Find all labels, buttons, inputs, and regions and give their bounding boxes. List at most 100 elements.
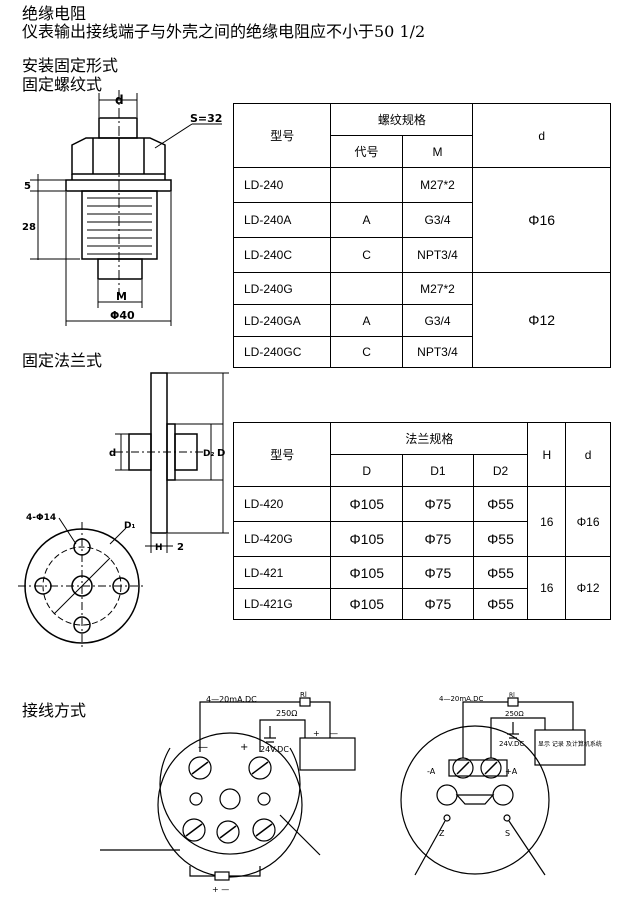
wiring-left-ohm: 250Ω	[276, 709, 297, 718]
table-row: LD-420 Φ105 Φ75 Φ55 16 Φ16	[232, 486, 611, 557]
flange-header-model: 型号	[232, 422, 332, 487]
table-row: LD-421 Φ105 Φ75 Φ55 16 Φ12	[232, 556, 611, 620]
flange-side-drawing: d D₂ D H 2	[109, 372, 229, 553]
table-row: LD-240G M27*2 Φ12	[232, 272, 611, 368]
thread-d-group2: Φ12	[472, 272, 611, 368]
wiring-right-minus-a: -A	[427, 767, 436, 776]
flange-row-model: LD-420	[232, 486, 332, 522]
wiring-right-voltage: 24V.DC	[499, 740, 524, 748]
flange-header-D: D	[330, 454, 404, 487]
thread-row-code	[330, 167, 403, 203]
flange-header-h: H	[527, 422, 567, 487]
flange-row-D2: Φ55	[472, 588, 529, 620]
flange-row-D1: Φ75	[402, 486, 474, 522]
thread-d-group1: Φ16	[472, 167, 611, 273]
wiring-diagram-right: 4—20mA.DC Rl 250Ω 24V.DC 显示 记录 及计算机系统 -A…	[400, 692, 602, 876]
flange-dim-2: 2	[177, 542, 184, 553]
flange-d-label: d	[109, 448, 116, 459]
wiring-right-current: 4—20mA.DC	[439, 695, 483, 703]
thread-row-model: LD-240GC	[232, 336, 332, 368]
thread-header-d: d	[472, 103, 611, 168]
flange-row-model: LD-421	[232, 556, 332, 589]
wiring-right-plus-a: +A	[505, 767, 518, 776]
flange-title: 固定法兰式	[22, 351, 103, 370]
thread-row-m: M27*2	[401, 167, 474, 203]
thread-row-m: G3/4	[401, 202, 474, 238]
table-row: LD-240GC C NPT3/4	[232, 336, 611, 368]
flange-d-group2: Φ12	[565, 556, 611, 620]
table-row: LD-420G Φ105 Φ75 Φ55	[232, 521, 611, 557]
wiring-title: 接线方式	[22, 701, 87, 720]
wiring-left-plus-sign: +	[313, 729, 320, 738]
table-row: LD-240A A G3/4	[232, 202, 611, 238]
thread-title: 固定螺纹式	[22, 75, 103, 94]
thread-dim-5: 5	[24, 181, 31, 192]
thread-d-label: d	[115, 93, 124, 107]
flange-d1-label: D₁	[124, 521, 135, 531]
thread-row-model: LD-240C	[232, 237, 332, 273]
thread-spec-table: 型号 螺纹规格 d 代号 M LD-240 M27*2 Φ16 LD-240A …	[232, 103, 611, 368]
flange-header-D1: D1	[402, 454, 474, 487]
flange-row-D: Φ105	[330, 521, 404, 557]
thread-header-code: 代号	[330, 135, 403, 168]
thread-row-m: M27*2	[401, 272, 474, 305]
thread-m-label: M	[116, 290, 127, 303]
thread-row-m: NPT3/4	[401, 237, 474, 273]
flange-row-D1: Φ75	[402, 521, 474, 557]
install-title: 安装固定形式	[22, 56, 119, 75]
flange-row-D: Φ105	[330, 486, 404, 522]
flange-row-model: LD-420G	[232, 521, 332, 557]
flange-row-D2: Φ55	[472, 486, 529, 522]
insulation-description: 仪表输出接线端子与外壳之间的绝缘电阻应不小于50 1/2	[22, 22, 426, 41]
flange-d2-label: D₂	[203, 449, 214, 459]
table-row: LD-240 M27*2 Φ16	[232, 167, 611, 273]
wiring-right-s: S	[505, 829, 510, 838]
wiring-left-voltage: 24V.DC	[260, 745, 289, 754]
flange-D-label: D	[217, 448, 225, 459]
table-row: LD-240GA A G3/4	[232, 304, 611, 337]
thread-row-code: A	[330, 304, 403, 337]
flange-row-D: Φ105	[330, 556, 404, 589]
flange-h-label: H	[155, 543, 163, 553]
thread-row-code	[330, 272, 403, 305]
flange-row-D1: Φ75	[402, 588, 474, 620]
wiring-right-ohm: 250Ω	[505, 710, 524, 718]
wiring-left-minus: —	[198, 742, 208, 753]
flange-h-group2: 16	[527, 556, 567, 620]
wiring-left-minus-sign: —	[330, 729, 338, 738]
thread-header-m: M	[401, 135, 474, 168]
wiring-right-recorder: 显示 记录 及计算机系统	[538, 740, 602, 748]
flange-row-D2: Φ55	[472, 556, 529, 589]
flange-front-drawing: 4-Φ14 D₁	[18, 513, 146, 650]
thread-header-model: 型号	[232, 103, 332, 168]
flange-header-d: d	[565, 422, 611, 487]
thread-header-spec: 螺纹规格	[330, 103, 474, 136]
flange-row-D2: Φ55	[472, 521, 529, 557]
flange-holes-label: 4-Φ14	[26, 513, 56, 523]
wiring-left-rl: Rl	[300, 691, 307, 699]
insulation-title: 绝缘电阻	[22, 4, 87, 23]
wiring-right-rl: Rl	[509, 692, 515, 699]
thread-mount-drawing: d S=32 5 28 M Φ40	[22, 90, 222, 326]
thread-row-model: LD-240A	[232, 202, 332, 238]
wiring-right-z: Z	[439, 829, 445, 838]
thread-row-code: A	[330, 202, 403, 238]
wiring-diagram-left: 4—20mA.DC Rl 250Ω 24V.DC — + + — + —	[100, 691, 356, 894]
table-row: LD-240C C NPT3/4	[232, 237, 611, 273]
thread-row-model: LD-240GA	[232, 304, 332, 337]
wiring-left-bottom: + —	[212, 885, 229, 894]
wiring-left-plus: +	[240, 742, 248, 753]
thread-phi40-label: Φ40	[110, 309, 135, 322]
thread-row-m: G3/4	[401, 304, 474, 337]
thread-row-m: NPT3/4	[401, 336, 474, 368]
wiring-left-current: 4—20mA.DC	[206, 695, 257, 704]
flange-d-group1: Φ16	[565, 486, 611, 557]
table-row: LD-421G Φ105 Φ75 Φ55	[232, 588, 611, 620]
thread-row-model: LD-240G	[232, 272, 332, 305]
flange-header-spec: 法兰规格	[330, 422, 529, 455]
thread-s-label: S=32	[190, 112, 222, 125]
flange-row-D1: Φ75	[402, 556, 474, 589]
thread-row-model: LD-240	[232, 167, 332, 203]
thread-row-code: C	[330, 336, 403, 368]
flange-spec-table: 型号 法兰规格 H d D D1 D2 LD-420 Φ105 Φ75 Φ55 …	[232, 422, 611, 620]
